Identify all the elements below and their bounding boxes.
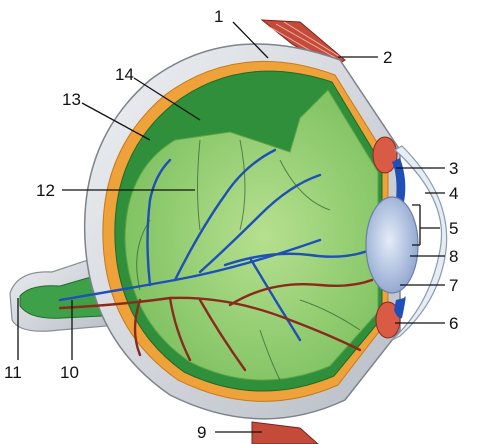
label-13: 13 — [62, 90, 81, 109]
label-14: 14 — [115, 65, 134, 84]
label-3: 3 — [449, 159, 458, 178]
label-9: 9 — [197, 423, 206, 442]
label-4: 4 — [449, 184, 458, 203]
label-6: 6 — [449, 314, 458, 333]
label-11: 11 — [4, 363, 22, 382]
label-1: 1 — [214, 7, 223, 26]
label-5: 5 — [449, 219, 458, 238]
label-8: 8 — [449, 247, 458, 266]
ciliary-body-top — [373, 137, 397, 173]
label-7: 7 — [449, 276, 458, 295]
inferior-muscle — [252, 422, 318, 444]
label-10: 10 — [60, 363, 79, 382]
lens — [366, 197, 418, 293]
label-2: 2 — [383, 48, 392, 67]
label-12: 12 — [36, 181, 55, 200]
